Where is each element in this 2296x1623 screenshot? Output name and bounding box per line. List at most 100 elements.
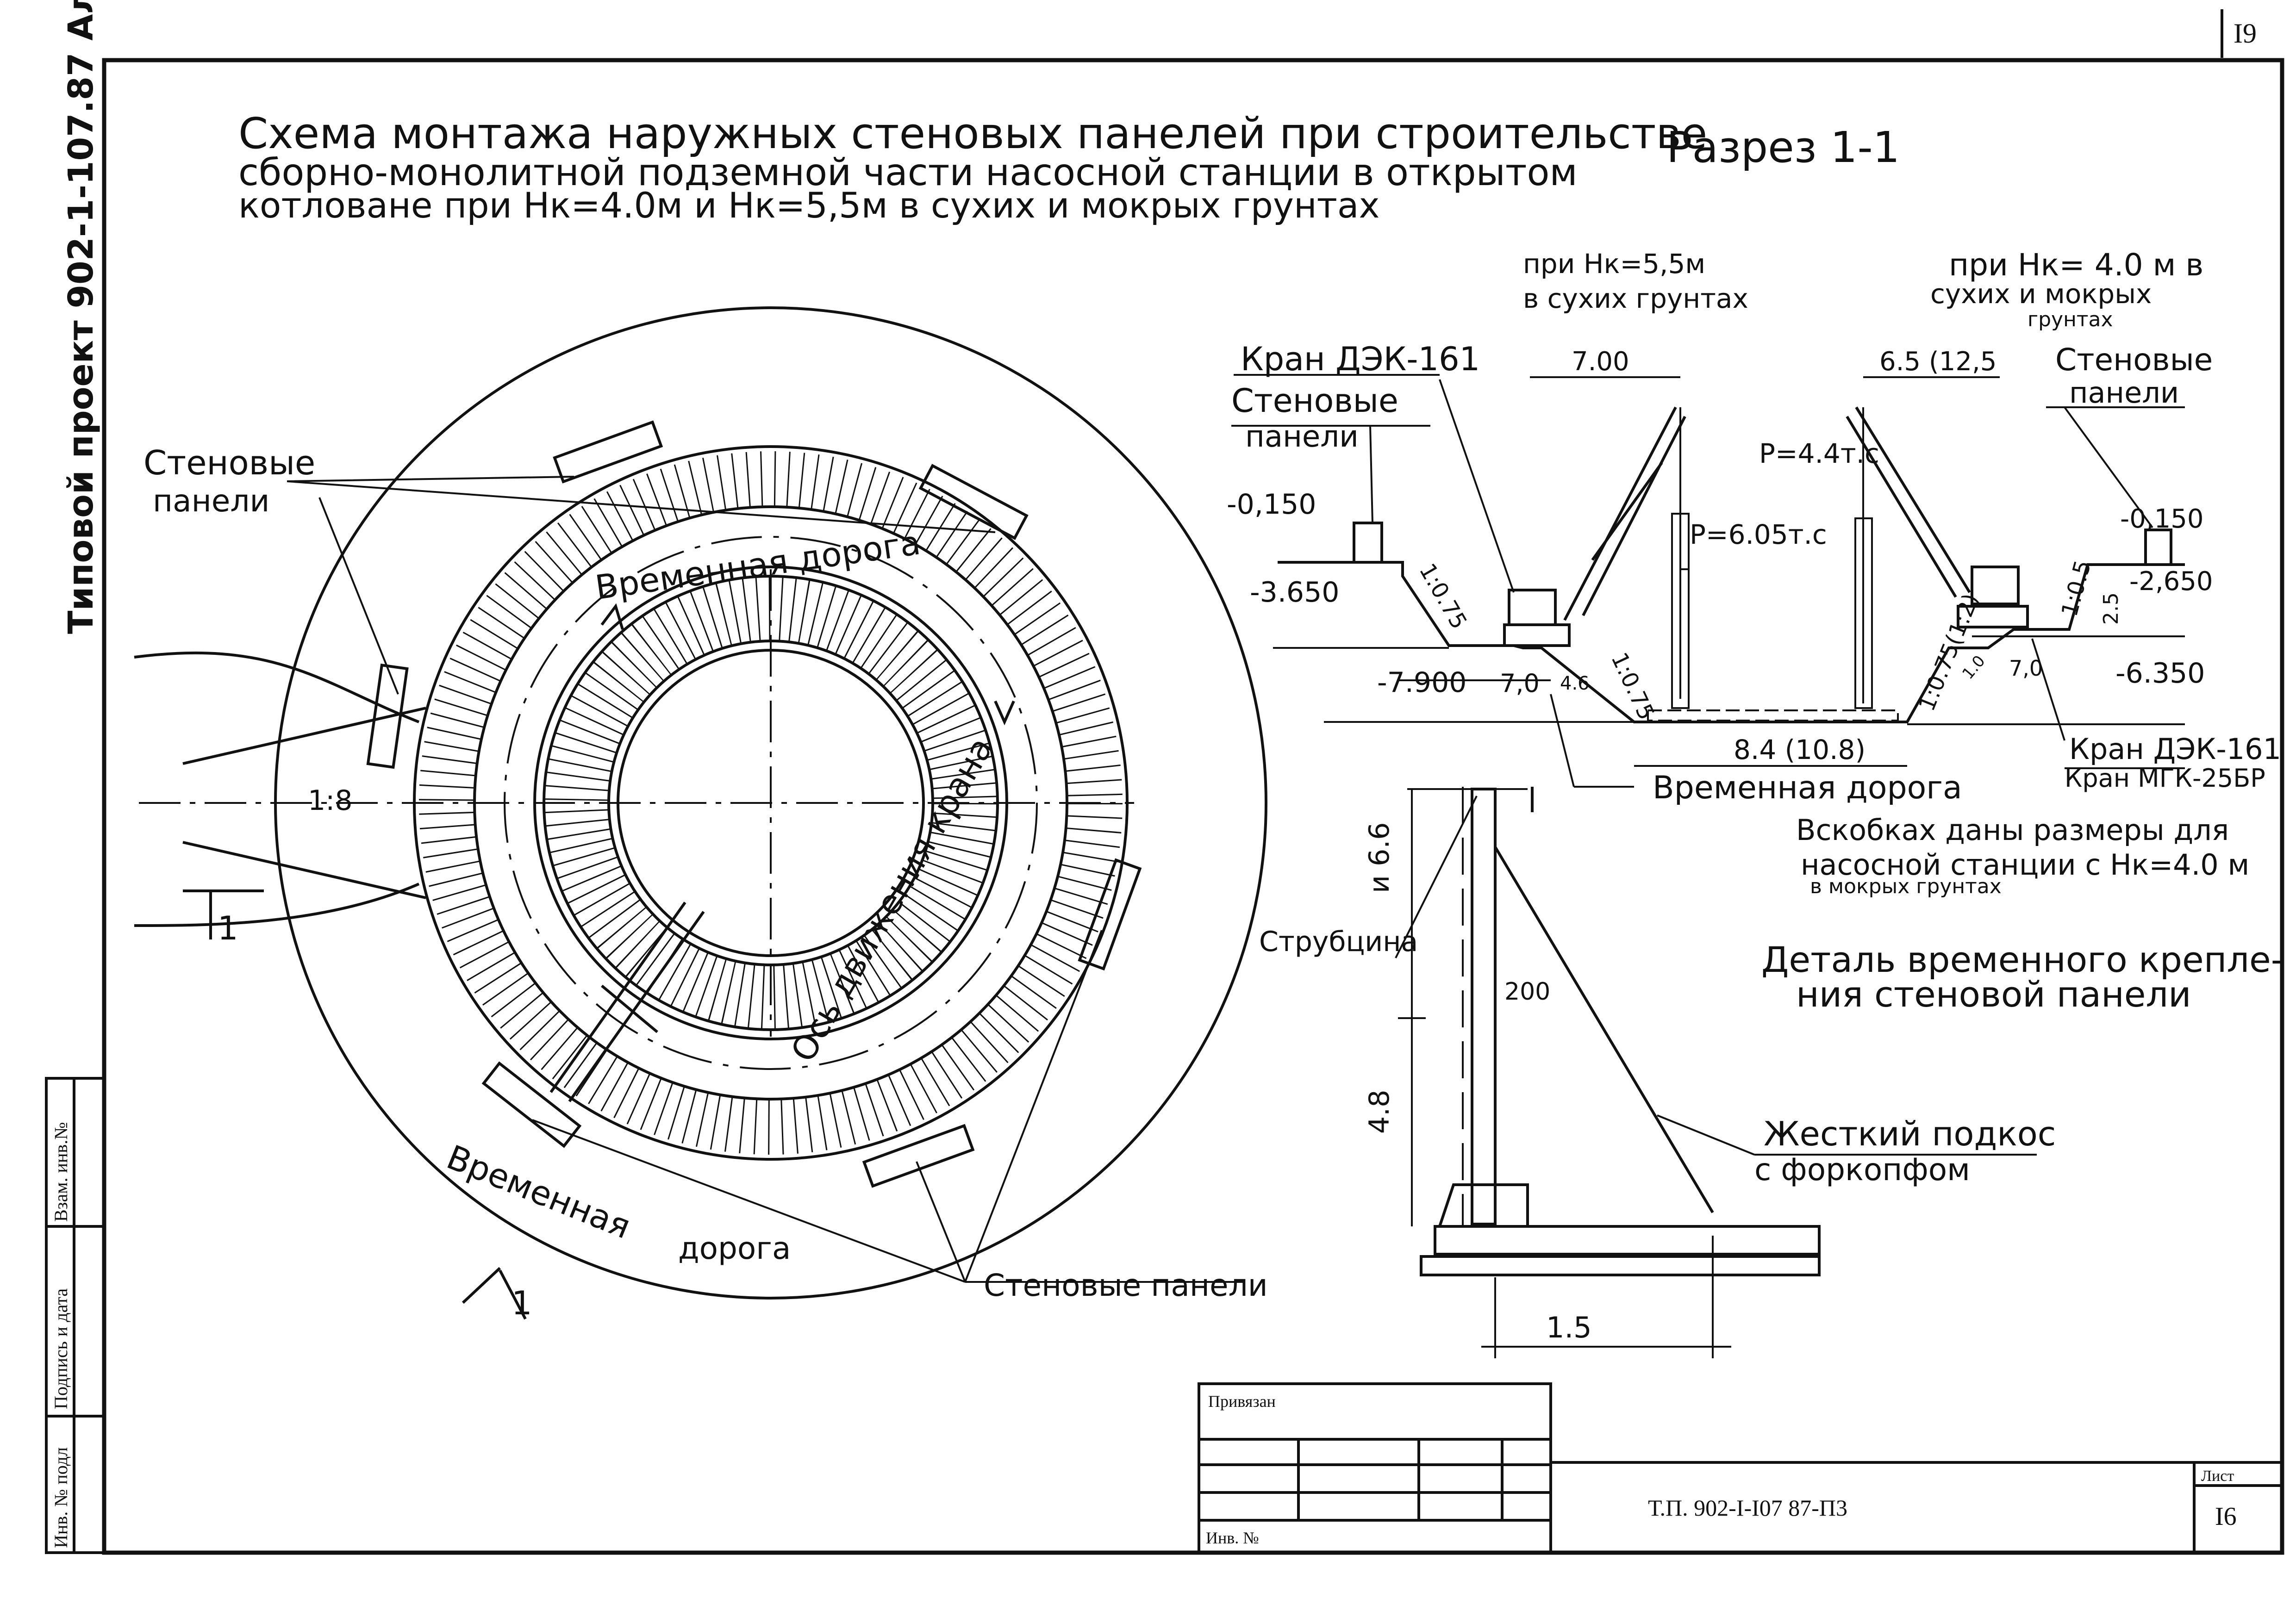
stamp-privyazan: Привязан	[1208, 1392, 1276, 1411]
ramp-edge-bottom	[134, 883, 420, 927]
detail-dim-48: 4.8	[1363, 1090, 1396, 1134]
detail-title-1: Деталь временного крепле-	[1761, 939, 2284, 980]
title-line-1: Схема монтажа наружных стеновых панелей …	[238, 109, 1707, 158]
section-title: Разрез 1-1	[1666, 123, 1900, 172]
panels-leader-top	[287, 476, 996, 695]
bracket-note-1: Вскобках даны размеры для	[1796, 813, 2229, 847]
load-44: P=4.4т.с	[1759, 438, 1879, 469]
side-vzam: Взам. инв.№	[50, 1122, 71, 1222]
floor-slab	[1434, 1225, 1821, 1256]
title-block: Привязан Инв. № Т.П. 902-I-I07 87-П3 Лис…	[1198, 1382, 2284, 1554]
dim-70-right: 7,0	[2009, 656, 2043, 681]
note-right-1: при Нк= 4.0 м в	[1949, 247, 2203, 283]
crane-left-boom	[1563, 406, 1686, 621]
side-title: Типовой проект 902-1-107.87 Альбом 1	[61, 0, 101, 634]
wall-panel	[918, 464, 1029, 540]
elev-m7900: -7.900	[1377, 666, 1466, 699]
dim-84: 8.4 (10.8)	[1734, 734, 1866, 765]
bracket-note-2: насосной станции с Нк=4.0 м	[1801, 848, 2249, 882]
stamp-list-label: Лист	[2201, 1468, 2234, 1485]
dim-70-left: 7,0	[1500, 669, 1540, 698]
note-left-1: при Нк=5,5м	[1523, 248, 1705, 280]
slope-1-05: 1:0.5	[2056, 558, 2096, 619]
ramp-slope-top	[182, 707, 426, 765]
crane-right-track	[1957, 605, 2029, 628]
panel-stack-left	[1353, 522, 1383, 564]
panels-leader-bottom	[532, 930, 1103, 1283]
stamp-list-no: I6	[2215, 1502, 2237, 1531]
note-right-2: сухих и мокрых	[1930, 278, 2152, 310]
dim-25: 2.5	[2099, 592, 2123, 625]
panels-right-2: панели	[2069, 376, 2179, 410]
side-inv-podl: Инв. № подл	[50, 1447, 71, 1548]
wall-panel-section	[1471, 788, 1497, 1225]
elev-m0150-left: -0,150	[1227, 488, 1316, 521]
stamp-sheet-block	[2193, 1461, 2284, 1554]
plan-panels-bottom: Стеновые панели	[984, 1268, 1268, 1303]
plan-crane-axis: Ось движения крана	[783, 731, 1001, 1069]
dim-46: 4.6	[1560, 673, 1590, 694]
section-mark-bottom: 1	[512, 1284, 532, 1322]
elev-m0150-right: -0,150	[2120, 504, 2204, 534]
slope-1-075-c: 1:0.75(1:2)	[1914, 590, 1984, 715]
detail-view: Деталь временного крепле- ния стеновой п…	[1259, 787, 2284, 1358]
ramp-slope-bottom	[182, 841, 426, 899]
plan-temp-road-lower-2: дорога	[678, 1231, 791, 1266]
panels-left-1: Стеновые	[1231, 382, 1398, 420]
panels-left-leader	[1231, 425, 1430, 523]
dim-65: 6.5 (12,5	[1879, 347, 1997, 377]
plan-temp-road-lower-1: Временная	[442, 1138, 636, 1246]
detail-title-2: ния стеновой панели	[1796, 974, 2191, 1015]
stamp-code: Т.П. 902-I-I07 87-П3	[1648, 1495, 1847, 1521]
load-605: P=6.05т.с	[1690, 519, 1827, 550]
plan-crane	[549, 902, 705, 1102]
clamp-leader	[1395, 796, 1478, 958]
panels-left-2: панели	[1245, 420, 1359, 454]
road-arrow	[994, 700, 1015, 726]
section-temp-road: Временная дорога	[1653, 770, 1962, 806]
bracket-note-3: в мокрых грунтах	[1810, 875, 2002, 898]
stamp-code-block	[1549, 1461, 2196, 1554]
detail-dim-200: 200	[1504, 978, 1550, 1006]
sheet-frame	[102, 58, 2284, 1555]
temp-road-leader	[1550, 694, 1634, 788]
plan-panels-label-1: Стеновые	[144, 443, 315, 482]
crane-left-cab	[1508, 589, 1557, 626]
dim-700: 7.00	[1572, 347, 1629, 377]
wall-panel	[862, 1124, 975, 1188]
panel-stack-right	[2144, 529, 2172, 566]
ramp-slope: 1:8	[308, 784, 353, 817]
road-arrow	[600, 603, 624, 630]
road-surface	[1647, 709, 1899, 721]
elev-m3650: -3.650	[1250, 576, 1339, 609]
crane-right-leader	[2031, 638, 2185, 769]
section-view: Разрез 1-1 при Нк=5,5м в сухих грунтах п…	[1227, 123, 2281, 898]
plan-panels-label-2: панели	[153, 483, 269, 519]
page-number-top: I9	[2234, 18, 2257, 49]
title-line-2: сборно-монолитной подземной части насосн…	[238, 151, 1578, 194]
slope-1-075-b: 1:0.75	[1606, 648, 1660, 724]
wall-panel	[366, 663, 409, 769]
note-right-3: грунтах	[2028, 308, 2113, 331]
dim-10: 1.0	[1959, 652, 1989, 683]
detail-brace-1: Жесткий подкос	[1764, 1114, 2056, 1153]
rigid-brace	[1494, 846, 1714, 1213]
panel-socket	[1438, 1183, 1529, 1227]
crane-left-load	[1671, 513, 1690, 709]
panels-right-leader	[2046, 406, 2185, 529]
wall-panel	[481, 1061, 582, 1148]
wall-panel	[1078, 858, 1142, 971]
panels-right-1: Стеновые	[2055, 342, 2213, 378]
crane-right-load	[1854, 517, 1873, 709]
crane-right-2: Кран МГК-25БР	[2065, 764, 2265, 793]
crane-right-cab	[1971, 566, 2020, 605]
elev-m2650: -2,650	[2129, 566, 2213, 597]
wall-panel	[553, 420, 663, 484]
section-mark-bottom-arrow	[499, 1269, 527, 1320]
slope-1-075-a: 1:0.75	[1414, 559, 1472, 634]
detail-dim-66: и 6.6	[1363, 822, 1396, 894]
crane-left-leader	[1234, 374, 1515, 593]
elev-m6350: -6.350	[2115, 657, 2205, 690]
side-podpis: Подпись и дата	[50, 1288, 71, 1409]
note-left-2: в сухих грунтах	[1523, 283, 1748, 314]
